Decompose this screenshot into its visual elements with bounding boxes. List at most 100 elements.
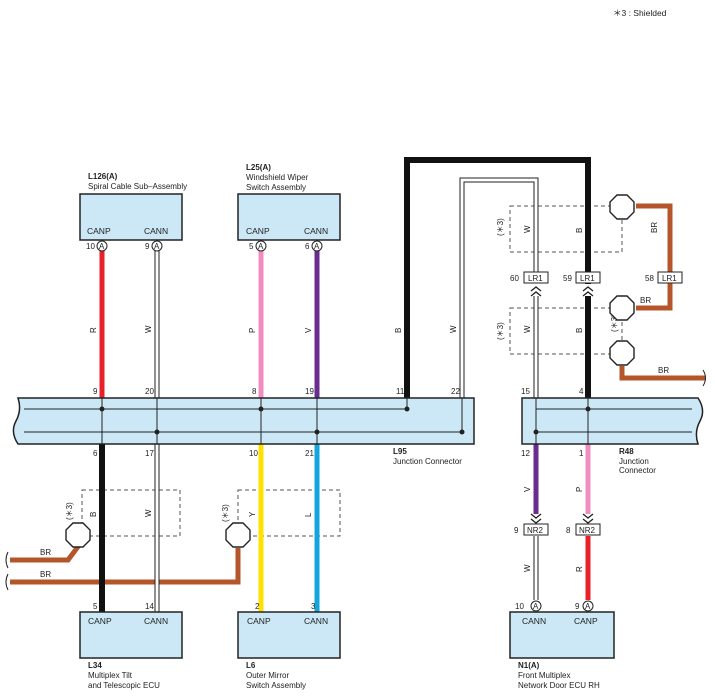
pin-number: 9 bbox=[93, 387, 98, 396]
shield-tag: (＊3) bbox=[65, 502, 74, 520]
pin-label: CANN bbox=[304, 616, 328, 626]
wire-label: W bbox=[523, 325, 532, 333]
pin-number: 20 bbox=[145, 387, 154, 396]
badge-a: A bbox=[585, 602, 591, 611]
nr2-label: NR2 bbox=[527, 526, 544, 535]
pin-number: 5 bbox=[93, 602, 98, 611]
connector-n1: A A 10 9 CANN CANP N1(A) Front Multiplex… bbox=[509, 600, 615, 690]
wire-label: W bbox=[523, 225, 532, 233]
pin-number: 12 bbox=[521, 449, 530, 458]
pin-number: 4 bbox=[579, 387, 584, 396]
wire-label: Y bbox=[248, 511, 257, 517]
pin-label: CANP bbox=[87, 226, 111, 236]
wire-label: R bbox=[575, 566, 584, 572]
shield-tag: (＊3) bbox=[496, 218, 505, 236]
connector-name: Windshield Wiper bbox=[246, 173, 309, 182]
badge-a: A bbox=[314, 242, 320, 251]
pin-number: 5 bbox=[249, 242, 254, 251]
pin-number: 9 bbox=[514, 526, 519, 535]
pin-number: 19 bbox=[305, 387, 314, 396]
junction-l95 bbox=[12, 397, 475, 445]
wire-label: W bbox=[523, 564, 532, 572]
pin-number: 22 bbox=[451, 387, 460, 396]
badge-a: A bbox=[533, 602, 539, 611]
r48-code: R48 bbox=[619, 447, 634, 456]
shield-ground-icon bbox=[65, 522, 91, 548]
connector-name: Network Door ECU RH bbox=[518, 681, 600, 690]
pin-number: 6 bbox=[93, 449, 98, 458]
junction-r48 bbox=[521, 397, 704, 445]
connector-l34: 5 14 CANP CANN L34 Multiplex Tilt and Te… bbox=[79, 602, 183, 690]
connector-l6: 2 3 CANP CANN L6 Outer Mirror Switch Ass… bbox=[237, 602, 341, 690]
wire-label: V bbox=[304, 327, 313, 333]
lr1-label: LR1 bbox=[528, 274, 543, 283]
shield-boxes bbox=[81, 205, 623, 537]
shield-ground-icon bbox=[225, 522, 251, 548]
pin-label: CANN bbox=[144, 616, 168, 626]
shield-ground-icon bbox=[609, 295, 635, 321]
pin-label: CANP bbox=[574, 616, 598, 626]
badge-a: A bbox=[154, 242, 160, 251]
nr2-label: NR2 bbox=[579, 526, 596, 535]
l95-pin-numbers: 9 20 8 19 11 22 6 17 10 21 bbox=[93, 387, 460, 458]
r48-name: Junction bbox=[619, 457, 649, 466]
connector-l126: L126(A) Spiral Cable Sub–Assembly CANP C… bbox=[79, 172, 187, 252]
pin-number: 8 bbox=[566, 526, 571, 535]
wire-label: P bbox=[248, 328, 257, 333]
connector-name: Front Multiplex bbox=[518, 671, 570, 680]
pin-number: 9 bbox=[575, 602, 580, 611]
pin-number: 9 bbox=[145, 242, 150, 251]
br-wires bbox=[10, 203, 705, 585]
connector-chevron-icon bbox=[530, 513, 542, 524]
connector-name: Multiplex Tilt bbox=[88, 671, 133, 680]
pin-number: 10 bbox=[86, 242, 95, 251]
connector-code: N1(A) bbox=[518, 661, 540, 670]
connector-name: and Telescopic ECU bbox=[88, 681, 160, 690]
connector-chevron-icon bbox=[582, 513, 594, 524]
wire-label-br: BR bbox=[640, 296, 651, 305]
shield-ground-icon bbox=[609, 194, 635, 220]
wire-label: B bbox=[575, 228, 584, 233]
pin-label: CANP bbox=[88, 616, 112, 626]
pin-number: 59 bbox=[563, 274, 572, 283]
pin-number: 10 bbox=[515, 602, 524, 611]
pin-number: 8 bbox=[252, 387, 257, 396]
shield-tag: (＊3) bbox=[221, 504, 230, 522]
connector-name: Switch Assembly bbox=[246, 183, 306, 192]
connector-code: L6 bbox=[246, 661, 256, 670]
pin-number: 2 bbox=[255, 602, 260, 611]
pin-label: CANN bbox=[304, 226, 328, 236]
connector-l25: L25(A) Windshield Wiper Switch Assembly … bbox=[237, 163, 341, 252]
wire-label-br: BR bbox=[40, 548, 51, 557]
wire-label: B bbox=[575, 328, 584, 333]
wire-label: V bbox=[523, 486, 532, 492]
shielded-note: ＊3 : Shielded bbox=[613, 8, 667, 18]
pin-number: 17 bbox=[145, 449, 154, 458]
wire-label: R bbox=[89, 327, 98, 333]
br-wire-ends bbox=[5, 369, 706, 591]
wire-label-br: BR bbox=[40, 570, 51, 579]
wire-label: B bbox=[89, 512, 98, 517]
connector-name: Spiral Cable Sub–Assembly bbox=[88, 182, 187, 191]
connector-chevron-icon bbox=[582, 286, 594, 297]
wire-label: P bbox=[575, 487, 584, 492]
pin-label: CANP bbox=[246, 226, 270, 236]
shield-ground-symbols bbox=[65, 194, 635, 548]
connector-code: L126(A) bbox=[88, 172, 118, 181]
pin-label: CANN bbox=[522, 616, 546, 626]
wires bbox=[99, 157, 591, 612]
pin-number: 6 bbox=[305, 242, 310, 251]
inline-nr2: NR2 NR2 9 8 bbox=[514, 513, 601, 536]
pin-number: 15 bbox=[521, 387, 530, 396]
pin-number: 21 bbox=[305, 449, 314, 458]
pin-number: 11 bbox=[396, 387, 405, 396]
inline-lr1: LR1 LR1 LR1 60 59 58 bbox=[510, 271, 683, 297]
badge-a: A bbox=[258, 242, 264, 251]
wire-label: B bbox=[394, 328, 403, 333]
pin-number: 3 bbox=[311, 602, 316, 611]
l95-name: Junction Connector bbox=[393, 457, 462, 466]
connector-chevron-icon bbox=[530, 286, 542, 297]
r48-name: Connector bbox=[619, 466, 656, 475]
pin-number: 58 bbox=[645, 274, 654, 283]
